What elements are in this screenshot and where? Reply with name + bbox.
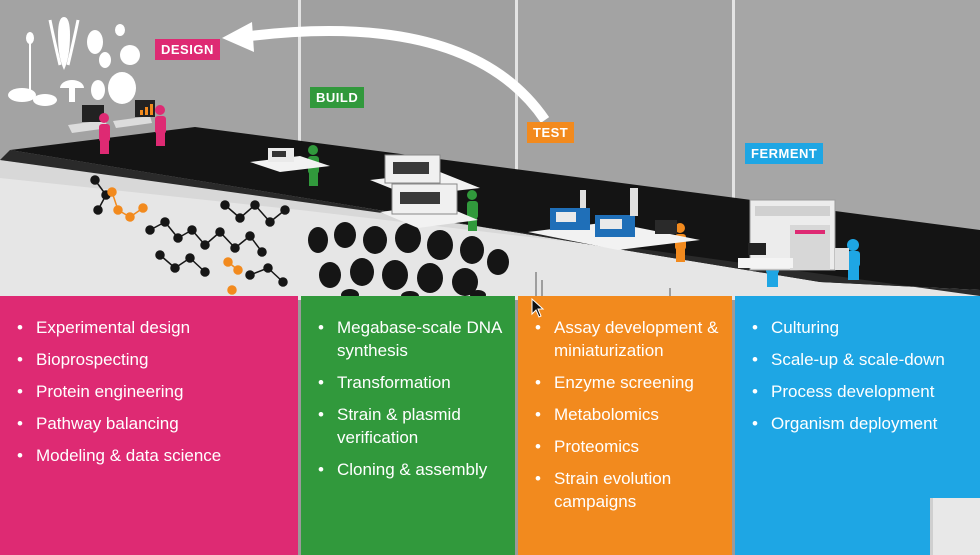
- bar-chart-icon: [140, 104, 153, 115]
- list-item: Megabase-scale DNA synthesis: [315, 316, 505, 362]
- conveyor-belt: [10, 127, 980, 290]
- list-item: Cloning & assembly: [315, 458, 505, 481]
- list-item: Culturing: [749, 316, 970, 339]
- cursor-icon: [531, 298, 545, 318]
- test-panel: Assay development & miniaturization Enzy…: [518, 296, 732, 555]
- design-panel: Experimental design Bioprospecting Prote…: [0, 296, 298, 555]
- stage-label-design: DESIGN: [155, 39, 220, 60]
- lab-instrument-icon: [528, 188, 700, 250]
- list-item: Process development: [749, 380, 970, 403]
- list-item: Modeling & data science: [14, 444, 288, 467]
- build-panel: Megabase-scale DNA synthesis Transformat…: [301, 296, 515, 555]
- test-list: Assay development & miniaturization Enzy…: [532, 316, 722, 513]
- list-item: Transformation: [315, 371, 505, 394]
- ferment-list: Culturing Scale-up & scale-down Process …: [749, 316, 970, 435]
- list-item: Bioprospecting: [14, 348, 288, 371]
- list-item: Protein engineering: [14, 380, 288, 403]
- list-item: Strain & plasmid verification: [315, 403, 505, 449]
- list-item: Proteomics: [532, 435, 722, 458]
- cells-icon: [308, 222, 509, 300]
- list-item: Scale-up & scale-down: [749, 348, 970, 371]
- arrow-icon: [249, 26, 550, 123]
- fermenter-icon: [738, 199, 849, 271]
- list-item: Metabolomics: [532, 403, 722, 426]
- stage-label-build: BUILD: [310, 87, 365, 108]
- build-list: Megabase-scale DNA synthesis Transformat…: [315, 316, 505, 481]
- person-icon: [308, 145, 478, 231]
- design-list: Experimental design Bioprospecting Prote…: [14, 316, 288, 467]
- list-item: Pathway balancing: [14, 412, 288, 435]
- list-item: Organism deployment: [749, 412, 970, 435]
- list-item: Assay development & miniaturization: [532, 316, 722, 362]
- lab-instrument-icon: [250, 148, 480, 228]
- list-item: Strain evolution campaigns: [532, 467, 722, 513]
- person-icon: [99, 105, 166, 154]
- list-item: Enzyme screening: [532, 371, 722, 394]
- workflow-scene: [0, 0, 980, 300]
- plant-icons: [8, 17, 140, 106]
- list-item: Experimental design: [14, 316, 288, 339]
- stage-label-test: TEST: [527, 122, 575, 143]
- video-thumbnail: [930, 498, 980, 555]
- stage-label-ferment: FERMENT: [745, 143, 824, 164]
